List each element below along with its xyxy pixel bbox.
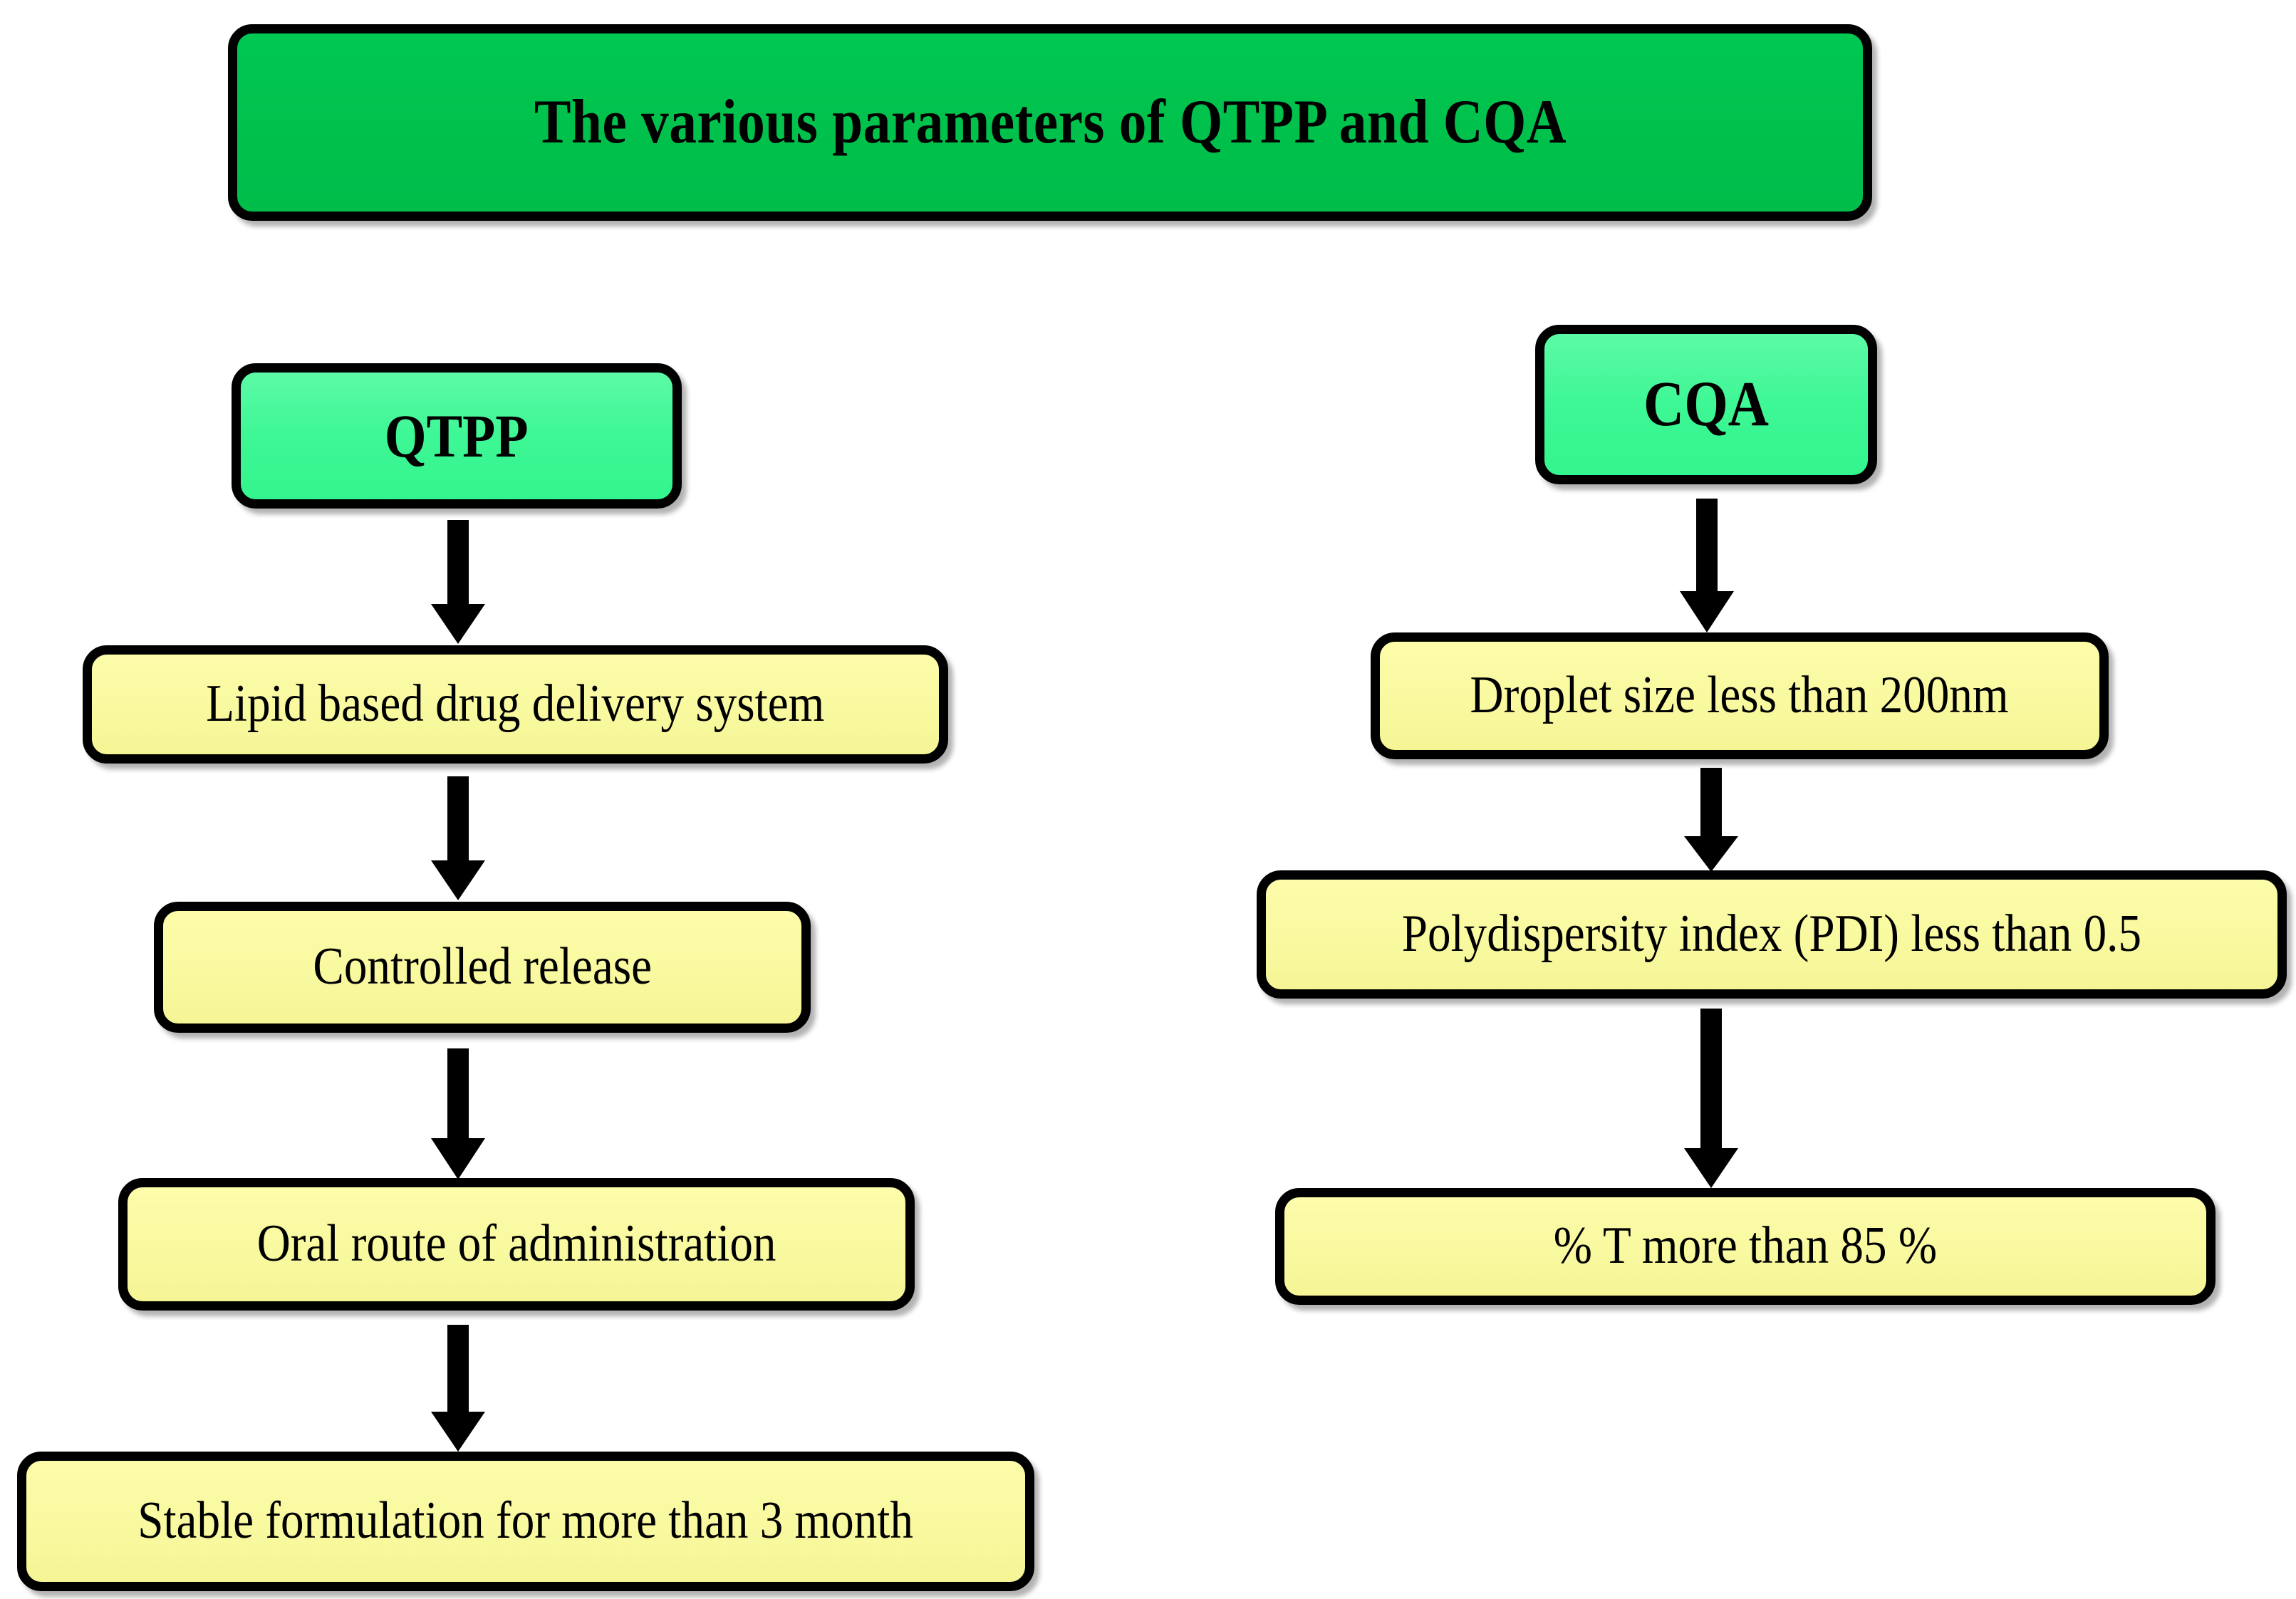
- item-box-qtpp-1[interactable]: Lipid based drug delivery system: [83, 645, 948, 764]
- item-label: Polydispersity index (PDI) less than 0.5: [1401, 905, 2142, 964]
- item-box-cqa-3[interactable]: % T more than 85 %: [1275, 1188, 2216, 1305]
- down-arrow-icon: [430, 520, 487, 645]
- branch-box-cqa[interactable]: CQA: [1535, 325, 1877, 484]
- item-box-qtpp-2[interactable]: Controlled release: [154, 902, 811, 1033]
- branch-label-cqa: CQA: [1643, 368, 1769, 439]
- item-box-qtpp-3[interactable]: Oral route of administration: [118, 1178, 915, 1311]
- branch-label-qtpp: QTPP: [385, 401, 529, 470]
- item-label: Controlled release: [313, 937, 652, 996]
- down-arrow-icon: [430, 1325, 487, 1453]
- title-box: The various parameters of QTPP and CQA: [228, 24, 1872, 221]
- item-box-cqa-2[interactable]: Polydispersity index (PDI) less than 0.5: [1257, 870, 2287, 999]
- down-arrow-icon: [430, 1048, 487, 1181]
- item-box-cqa-1[interactable]: Droplet size less than 200nm: [1371, 632, 2109, 759]
- item-box-qtpp-4[interactable]: Stable formulation for more than 3 month: [17, 1452, 1034, 1591]
- item-label: % T more than 85 %: [1553, 1217, 1938, 1276]
- down-arrow-icon: [430, 776, 487, 902]
- item-label: Droplet size less than 200nm: [1470, 666, 2009, 725]
- branch-box-qtpp[interactable]: QTPP: [232, 363, 682, 509]
- down-arrow-icon: [1683, 768, 1740, 873]
- item-label: Stable formulation for more than 3 month: [137, 1491, 914, 1551]
- down-arrow-icon: [1678, 499, 1735, 634]
- item-label: Oral route of administration: [256, 1214, 776, 1274]
- down-arrow-icon: [1683, 1009, 1740, 1189]
- title-text: The various parameters of QTPP and CQA: [534, 87, 1567, 157]
- item-label: Lipid based drug delivery system: [206, 675, 825, 734]
